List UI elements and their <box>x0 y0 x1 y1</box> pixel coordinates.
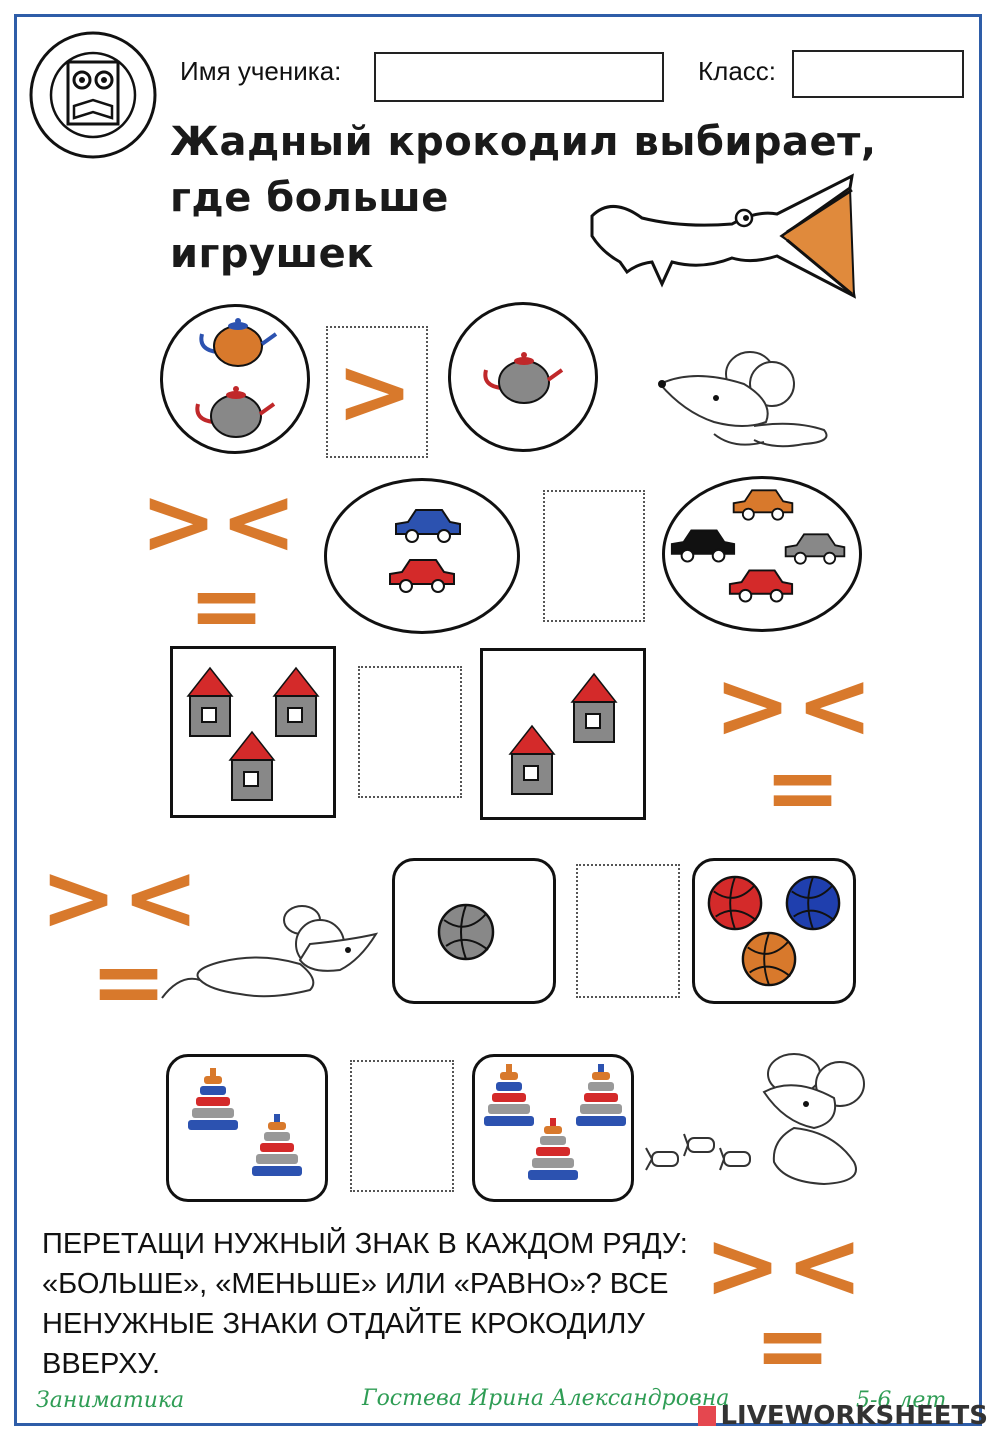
teapot-icon <box>199 318 278 367</box>
ball-icon <box>437 903 495 961</box>
drop-zone-row-4[interactable] <box>576 864 680 998</box>
less-sign[interactable]: < <box>796 652 874 759</box>
greater-sign[interactable]: > <box>140 468 218 575</box>
drop-zone-row-3[interactable] <box>358 666 462 798</box>
mouse-icon <box>161 905 379 999</box>
title-line-1: Жадный крокодил выбирает, <box>170 119 877 165</box>
crocodile-icon <box>590 173 856 299</box>
class-label: Класс: <box>698 56 776 86</box>
pyramid-toy-icon <box>484 1064 534 1126</box>
drop-zone-row-2[interactable] <box>543 490 645 622</box>
pyramid-toy-icon <box>528 1118 578 1180</box>
car-icon <box>732 489 794 521</box>
title-line-2: где больше <box>170 175 449 221</box>
drop-zone-row-1[interactable] <box>326 326 428 458</box>
less-sign[interactable]: < <box>122 844 200 951</box>
house-icon <box>186 666 234 737</box>
equal-sign[interactable]: = <box>764 734 842 841</box>
brand-label: LIVEWORKSHEETS <box>720 1401 988 1431</box>
less-sign[interactable]: < <box>220 468 298 575</box>
equal-sign[interactable]: = <box>188 552 266 659</box>
ball-icon <box>707 875 763 931</box>
house-icon <box>508 724 556 795</box>
class-input[interactable] <box>792 50 964 98</box>
houses-card-right <box>480 648 646 820</box>
greater-sign[interactable]: > <box>704 1212 782 1319</box>
pyramid-toy-icon <box>188 1068 238 1130</box>
greater-sign[interactable]: > <box>336 338 414 445</box>
less-sign[interactable]: < <box>786 1212 864 1319</box>
house-icon <box>570 672 618 743</box>
car-icon <box>389 559 455 593</box>
teapot-icon <box>195 386 276 438</box>
house-icon <box>272 666 320 737</box>
ball-icon <box>785 875 841 931</box>
instructions-text: ПЕРЕТАЩИ НУЖНЫЙ ЗНАК В КАЖДОМ РЯДУ: «БОЛ… <box>42 1228 688 1380</box>
student-name-input[interactable] <box>374 52 664 102</box>
car-icon <box>728 569 794 603</box>
car-icon <box>670 529 736 563</box>
equal-sign[interactable]: = <box>754 1292 832 1399</box>
mouse-with-candies-icon <box>645 1053 865 1186</box>
car-icon <box>784 533 846 565</box>
drop-zone-row-5[interactable] <box>350 1060 454 1192</box>
liveworksheets-logo-icon <box>698 1406 717 1426</box>
footer-author: Гостева Ирина Александровна <box>362 1386 730 1411</box>
greater-sign[interactable]: > <box>40 844 118 951</box>
pyramid-toy-icon <box>252 1114 302 1176</box>
page-frame <box>14 14 982 1426</box>
footer-subject: Заниматика <box>36 1388 185 1413</box>
car-icon <box>395 509 461 543</box>
footer-age: 5-6 лет <box>856 1388 947 1413</box>
title-line-3: игрушек <box>170 231 374 277</box>
school-logo <box>29 31 157 159</box>
ball-icon <box>741 931 797 987</box>
house-icon <box>228 730 276 801</box>
mouse-icon <box>658 351 828 448</box>
teapot-icon <box>483 352 564 404</box>
cars-card-left <box>324 478 520 634</box>
liveworksheets-brand[interactable]: LIVEWORKSHEETS <box>698 1401 988 1431</box>
student-name-label: Имя ученика: <box>180 56 342 86</box>
greater-sign[interactable]: > <box>714 652 792 759</box>
equal-sign[interactable]: = <box>90 928 168 1035</box>
pyramid-toy-icon <box>576 1064 626 1126</box>
